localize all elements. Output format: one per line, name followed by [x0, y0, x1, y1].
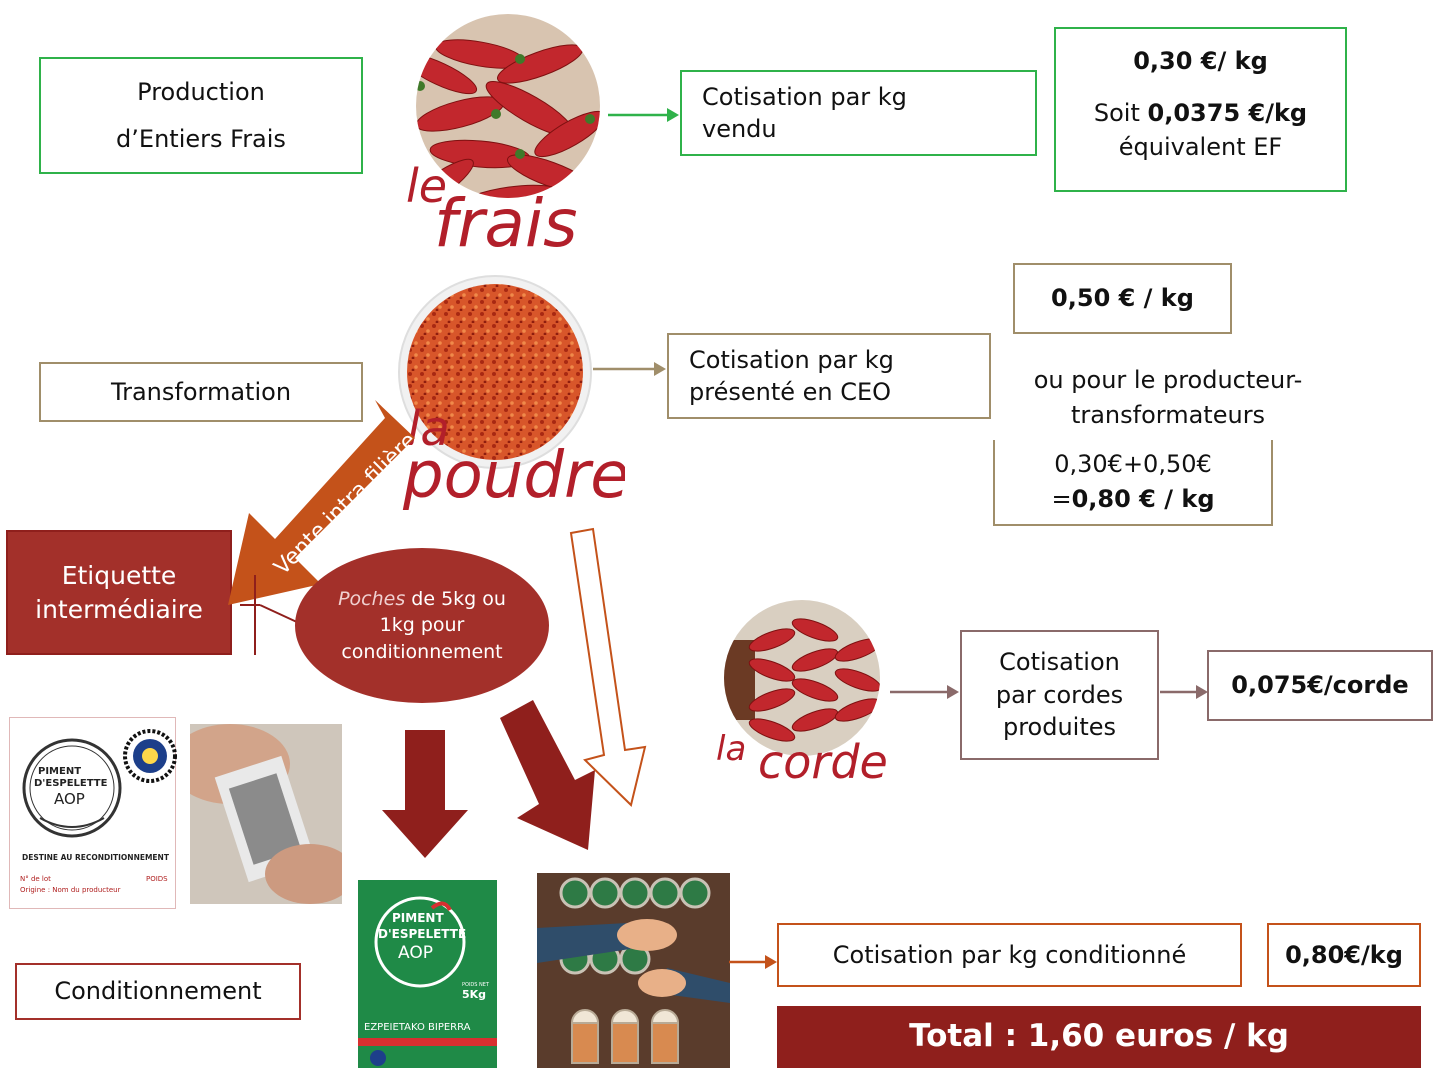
- stage-production-line2: d’Entiers Frais: [116, 124, 286, 153]
- rate-conditionnement-value: 0,80€/kg: [1285, 940, 1403, 969]
- photo-sticker-hand: [190, 724, 342, 904]
- label-card-weight: POIDS: [146, 875, 168, 883]
- corde-logo: la corde: [716, 600, 888, 789]
- thick-arrow-down-1: [382, 730, 468, 858]
- rate-corde-value: 0,075€/corde: [1231, 671, 1409, 700]
- stage-transformation-label: Transformation: [110, 377, 292, 406]
- combined-total: 0,80 € / kg: [1071, 485, 1215, 513]
- combined-eq: =: [1051, 485, 1072, 513]
- rate-poudre-value: 0,50 € / kg: [1051, 284, 1194, 313]
- cotisation-conditionnement-box: Cotisation par kg conditionné: [777, 923, 1242, 987]
- outline-arrow-down: [569, 527, 647, 807]
- frais-logo-word-2: frais: [434, 185, 578, 262]
- stage-production-line1: Production: [137, 78, 265, 107]
- bag-basque-name: EZPEIETAKO BIPERRA: [364, 1022, 471, 1033]
- poches-text: de 5kg ou 1kg pour conditionnement: [341, 587, 506, 663]
- stage-conditionnement-box: Conditionnement: [15, 963, 301, 1020]
- total-banner: Total : 1,60 euros / kg: [777, 1006, 1421, 1068]
- arrow-frais-to-cotisation: [608, 108, 679, 122]
- bag-line-3: AOP: [398, 943, 433, 963]
- arrow-packing-to-cotisation: [729, 955, 777, 969]
- bag-line-2: D'ESPELETTE: [378, 927, 466, 941]
- stage-conditionnement-label: Conditionnement: [54, 977, 262, 1006]
- combined-rate-box: 0,30€+0,50€ =0,80 € / kg: [993, 440, 1273, 526]
- cotisation-frais-label: Cotisation par kg vendu: [702, 82, 907, 143]
- cotisation-corde-label: Cotisation par cordes produites: [995, 648, 1124, 742]
- rate-frais-box: 0,30 €/ kg Soit 0,0375 €/kg équivalent E…: [1054, 27, 1347, 192]
- cotisation-poudre-label: Cotisation par kg présenté en CEO: [689, 345, 894, 406]
- label-card-seal-3: AOP: [54, 790, 85, 808]
- frais-logo: le frais: [406, 14, 600, 262]
- rate-corde-box: 0,075€/corde: [1207, 650, 1433, 721]
- label-card-origin: Origine : Nom du producteur: [20, 886, 121, 894]
- poudre-logo: la poudre: [398, 275, 625, 513]
- corde-logo-word-2: corde: [758, 735, 888, 789]
- rate-frais-soit-suffix: équivalent EF: [1118, 132, 1283, 161]
- cotisation-poudre-box: Cotisation par kg présenté en CEO: [667, 333, 991, 419]
- rate-poudre-box: 0,50 € / kg: [1013, 263, 1232, 334]
- poches-ellipse: Poches de 5kg ou 1kg pour conditionnemen…: [295, 548, 549, 703]
- stage-production-box: Production d’Entiers Frais: [39, 57, 363, 174]
- thick-arrow-down-2: [500, 700, 595, 850]
- label-card-seal-2: D'ESPELETTE: [34, 778, 108, 789]
- label-card: PIMENT D'ESPELETTE AOP DESTINE AU RECOND…: [9, 717, 177, 909]
- poudre-logo-word-1: la: [407, 401, 450, 457]
- cotisation-conditionnement-label: Cotisation par kg conditionné: [832, 940, 1187, 969]
- vente-intra-filiere-arrow: Vente intra filière: [228, 400, 422, 605]
- rate-frais-soit-value: 0,0375 €/kg: [1147, 99, 1308, 128]
- frais-logo-word-1: le: [406, 159, 447, 213]
- bag-image: PIMENT D'ESPELETTE AOP POIDS NET 5Kg EZP…: [358, 880, 497, 1068]
- etiquette-intermediaire-label: Etiquette intermédiaire: [35, 560, 203, 624]
- label-card-footer-title: DESTINE AU RECONDITIONNEMENT: [22, 853, 170, 862]
- rate-frais-value: 0,30 €/ kg: [1133, 47, 1268, 75]
- cotisation-corde-box: Cotisation par cordes produites: [960, 630, 1159, 760]
- total-text: Total : 1,60 euros / kg: [909, 1018, 1289, 1055]
- producer-transformer-note: ou pour le producteur-transformateurs: [1033, 366, 1303, 429]
- combined-sum: 0,30€+0,50€: [1054, 450, 1212, 479]
- arrow-corde-to-rate: [1160, 685, 1208, 699]
- bag-weight-label: POIDS NET: [462, 982, 490, 988]
- packing-photo: [537, 873, 730, 1068]
- label-card-lot: N° de lot: [20, 875, 51, 883]
- arrow-poudre-to-cotisation: [593, 362, 666, 376]
- etiquette-intermediaire-box: Etiquette intermédiaire: [6, 530, 232, 655]
- stage-transformation-box: Transformation: [39, 362, 363, 422]
- bag-weight: 5Kg: [462, 988, 486, 1001]
- rate-frais-soit-prefix: Soit: [1093, 99, 1140, 128]
- corde-logo-word-1: la: [716, 729, 746, 769]
- bag-line-1: PIMENT: [392, 911, 444, 925]
- arrow-corde-to-cotisation: [890, 685, 959, 699]
- poudre-logo-word-2: poudre: [402, 439, 625, 513]
- cotisation-frais-box: Cotisation par kg vendu: [680, 70, 1037, 156]
- rate-conditionnement-box: 0,80€/kg: [1267, 923, 1421, 987]
- label-card-seal-1: PIMENT: [38, 766, 81, 777]
- poches-word: Poches: [338, 587, 406, 610]
